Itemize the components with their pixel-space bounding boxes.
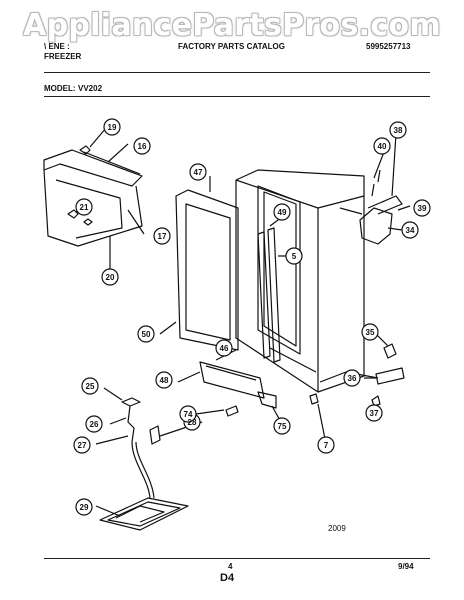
- callout-50: [137, 325, 155, 343]
- callout-label: 74: [184, 410, 193, 419]
- callout-label: 37: [370, 409, 379, 418]
- callout-74: [179, 405, 197, 423]
- callout-49: [273, 203, 291, 221]
- brand-label: \ ENE :: [44, 42, 70, 51]
- callout-label: 46: [220, 344, 229, 353]
- callout-label: 7: [324, 441, 329, 450]
- callout-label: 20: [106, 273, 115, 282]
- callout-39: [413, 199, 431, 217]
- footer-rule: [44, 558, 430, 559]
- callout-19: [103, 118, 121, 136]
- catalog-title: FACTORY PARTS CATALOG: [178, 42, 285, 51]
- callout-7: [317, 436, 335, 454]
- callout-label: 26: [90, 420, 99, 429]
- callout-48: [155, 371, 173, 389]
- callout-label: 29: [80, 503, 89, 512]
- watermark: AppliancePartsPros.com: [23, 8, 441, 43]
- callout-46: [215, 339, 233, 357]
- callout-26: [85, 415, 103, 433]
- callout-40: [373, 137, 391, 155]
- callout-label: 38: [394, 126, 403, 135]
- callout-47: [189, 163, 207, 181]
- callout-label: 35: [366, 328, 375, 337]
- callout-label: 39: [418, 204, 427, 213]
- callout-20: [101, 268, 119, 286]
- model-number: VV202: [78, 84, 103, 93]
- callout-17: [153, 227, 171, 245]
- callout-label: 47: [194, 168, 203, 177]
- callout-label: 28: [188, 418, 197, 427]
- callout-75: [273, 417, 291, 435]
- callout-label: 34: [406, 226, 415, 235]
- callout-label: 50: [142, 330, 151, 339]
- callout-27: [73, 436, 91, 454]
- callout-34: [401, 221, 419, 239]
- callout-25: [81, 377, 99, 395]
- callout-label: 5: [292, 252, 297, 261]
- page-number: 4: [228, 562, 233, 571]
- callout-37: [365, 404, 383, 422]
- model-label: MODEL:: [44, 84, 76, 93]
- product-label: FREEZER: [44, 52, 82, 61]
- callout-label: 40: [378, 142, 387, 151]
- callout-circles: [73, 118, 431, 516]
- callout-label: 48: [160, 376, 169, 385]
- callout-label: 27: [78, 441, 87, 450]
- callout-label: 19: [108, 123, 117, 132]
- callout-21: [75, 198, 93, 216]
- callout-label: 36: [348, 374, 357, 383]
- header-rule: [44, 72, 430, 73]
- drawing-number: 2009: [328, 524, 346, 533]
- revision-date: 9/94: [398, 562, 414, 571]
- callout-16: [133, 137, 151, 155]
- callout-38: [389, 121, 407, 139]
- callout-36: [343, 369, 361, 387]
- callout-label: 21: [80, 203, 89, 212]
- callout-label: 75: [278, 422, 287, 431]
- catalog-number: 5995257713: [366, 42, 411, 51]
- callout-5: [285, 247, 303, 265]
- callout-29: [75, 498, 93, 516]
- callout-label: 16: [138, 142, 147, 151]
- callout-label: 25: [86, 382, 95, 391]
- callout-label: 17: [158, 232, 167, 241]
- model-rule: [44, 96, 430, 97]
- callout-label: 49: [278, 208, 287, 217]
- section-code: D4: [220, 572, 235, 584]
- callout-35: [361, 323, 379, 341]
